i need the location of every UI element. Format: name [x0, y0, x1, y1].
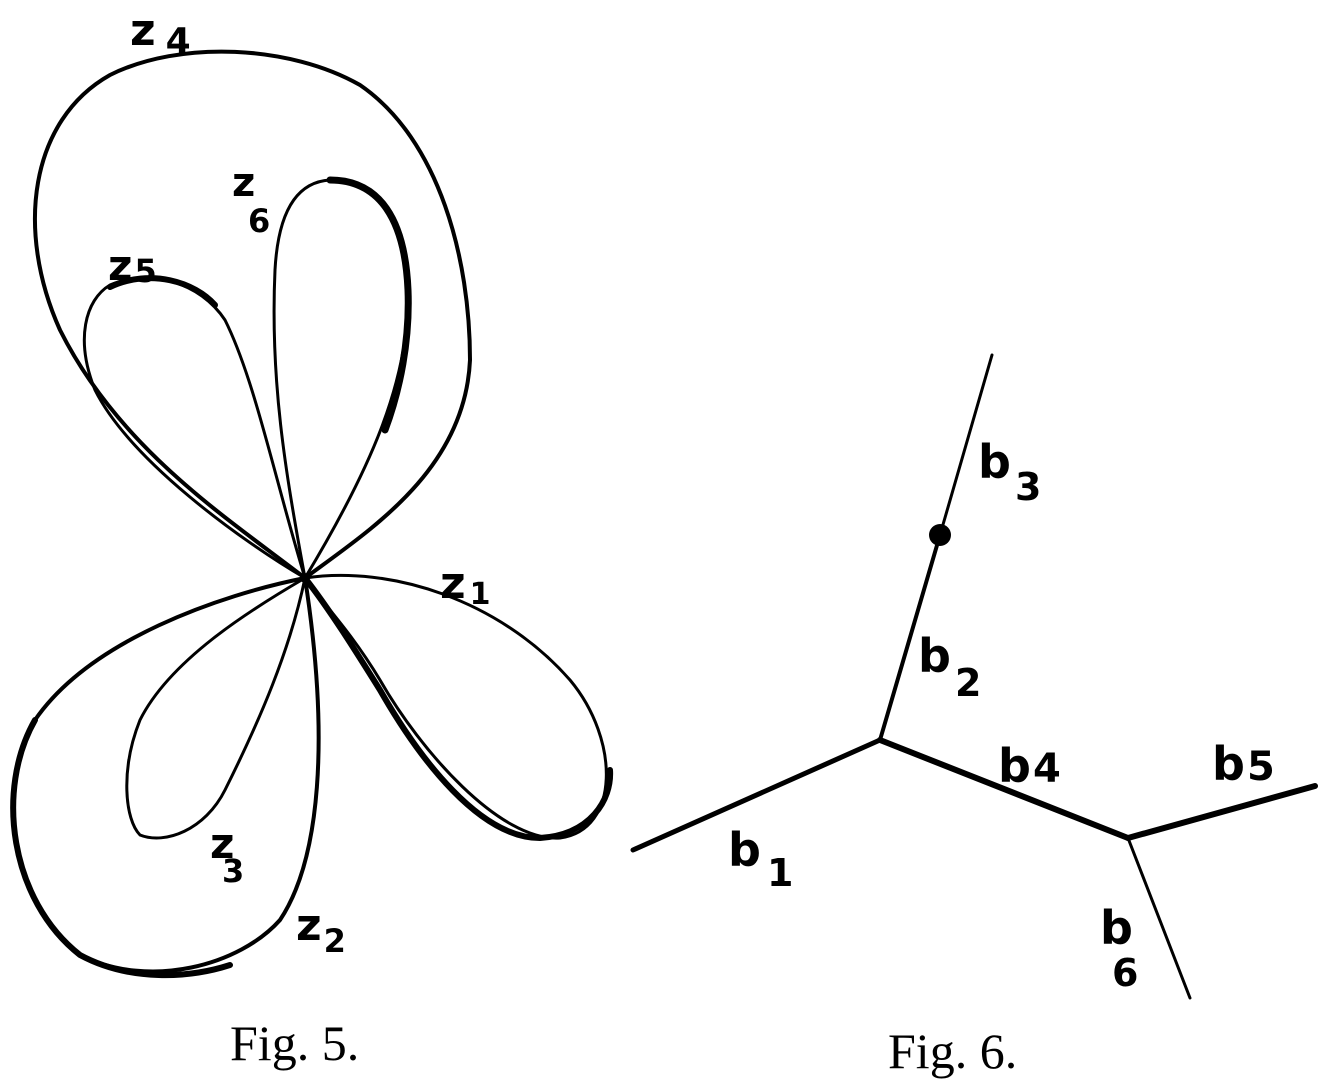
loop-z2-thick: [10, 717, 233, 979]
edge-b5: [1125, 783, 1318, 841]
loop-z5-thick: [107, 275, 218, 308]
label-b5: b5: [1212, 737, 1275, 791]
label-z2: z2: [296, 900, 346, 960]
label-z5: z5: [108, 241, 157, 290]
edge-b1: [630, 737, 883, 853]
edge-b6: [1126, 836, 1192, 1000]
fig6-caption: Fig. 6.: [888, 1023, 1017, 1079]
loop-z2: [11, 576, 321, 974]
edge-b4: [877, 737, 1131, 841]
fig5-caption: Fig. 5.: [230, 1015, 359, 1071]
edge-b3: [938, 353, 994, 537]
central-node: [300, 573, 310, 583]
loop-z1-thick: [302, 575, 614, 841]
label-b4: b4: [998, 739, 1061, 793]
loop-z6: [272, 178, 410, 580]
loop-z3: [125, 576, 307, 840]
vertex-dot: [929, 524, 951, 546]
edge-b2: [878, 533, 942, 742]
loop-z5: [82, 276, 307, 580]
loop-z6-thick: [326, 176, 412, 434]
loop-z1: [303, 573, 608, 840]
